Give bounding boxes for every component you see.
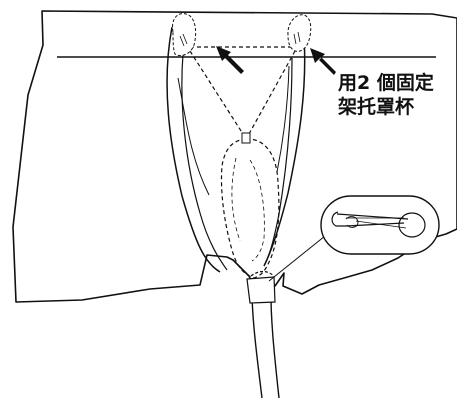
annotation-line-2: 架托罩杯	[338, 96, 415, 118]
fold-line-left	[177, 77, 210, 196]
tube-connector-top	[250, 270, 275, 277]
right-strap	[248, 50, 296, 135]
tube-connector	[246, 276, 276, 304]
fold-line-right	[276, 65, 290, 173]
strap-buckle	[241, 132, 251, 144]
cup-inner	[249, 159, 265, 262]
annotation-label: 用2 個固定 架托罩杯	[338, 71, 457, 119]
left-strap	[189, 50, 244, 135]
cup-highlight	[231, 157, 241, 242]
left-clip	[172, 13, 197, 57]
gusset-right-outer	[263, 24, 306, 267]
gusset-left-outer	[166, 26, 221, 273]
annotation-line-1: 用2 個固定	[338, 72, 434, 94]
gusset-right-inner	[264, 57, 293, 265]
right-clip	[287, 14, 312, 52]
safety-pin-icon	[320, 195, 440, 255]
arrow-icon	[216, 46, 244, 74]
arrow-icon	[310, 48, 336, 75]
gusset-left-inner	[181, 53, 228, 271]
callout-leader	[268, 235, 326, 282]
